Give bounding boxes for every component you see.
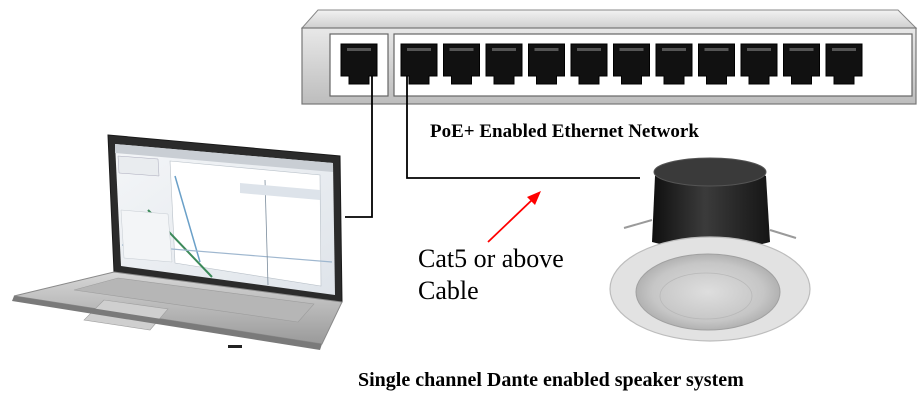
- cable-arrow: [487, 191, 541, 243]
- rj45-pins-6: [577, 48, 601, 51]
- laptop-keyboard: [73, 277, 315, 323]
- rj45-pins-11: [789, 48, 814, 51]
- rj45-port-1: [340, 43, 378, 85]
- rj45-port-3: [443, 43, 480, 85]
- rj45-port-2: [400, 43, 438, 85]
- dante-controller-window: [115, 144, 333, 287]
- rj45-pins-8: [662, 48, 686, 51]
- speaker-can: [652, 163, 770, 250]
- rj45-port-10: [740, 43, 778, 85]
- rj45-port-9: [698, 43, 735, 85]
- rj45-port-6: [570, 43, 608, 85]
- rj45-port-8: [655, 43, 693, 85]
- speaker-can-top: [653, 157, 767, 187]
- rj45-port-12: [825, 43, 863, 85]
- rj45-pins-10: [747, 48, 771, 51]
- switch-ports: [340, 43, 863, 85]
- rj45-pins-7: [619, 48, 644, 51]
- ceiling-speaker: [609, 157, 811, 342]
- rj45-port-4: [485, 43, 523, 85]
- rj45-pins-4: [492, 48, 516, 51]
- laptop-front-edge: [12, 296, 322, 350]
- speaker-cable: [406, 76, 640, 179]
- rj45-port-11: [783, 43, 820, 85]
- diagram-caption: Single channel Dante enabled speaker sys…: [358, 369, 744, 391]
- rj45-pins-2: [407, 48, 431, 51]
- usb-port: [228, 345, 242, 348]
- switch-label: PoE+ Enabled Ethernet Network: [430, 121, 699, 142]
- speaker-grille-center: [659, 272, 753, 320]
- ethernet-switch: [300, 9, 918, 105]
- rj45-pins-9: [704, 48, 729, 51]
- rj45-pins-5: [534, 48, 559, 51]
- laptop: [12, 134, 343, 350]
- laptop-cable: [345, 76, 373, 218]
- cable-label-line2: Cable: [418, 276, 479, 305]
- speaker-grille: [635, 253, 781, 331]
- rj45-port-7: [613, 43, 650, 85]
- rj45-pins-3: [449, 48, 474, 51]
- rj45-pins-12: [832, 48, 856, 51]
- cable-label-line1: Cat5 or above: [418, 244, 564, 273]
- rj45-pins-1: [347, 48, 371, 51]
- rj45-port-5: [528, 43, 565, 85]
- switch-top-face: [300, 9, 918, 29]
